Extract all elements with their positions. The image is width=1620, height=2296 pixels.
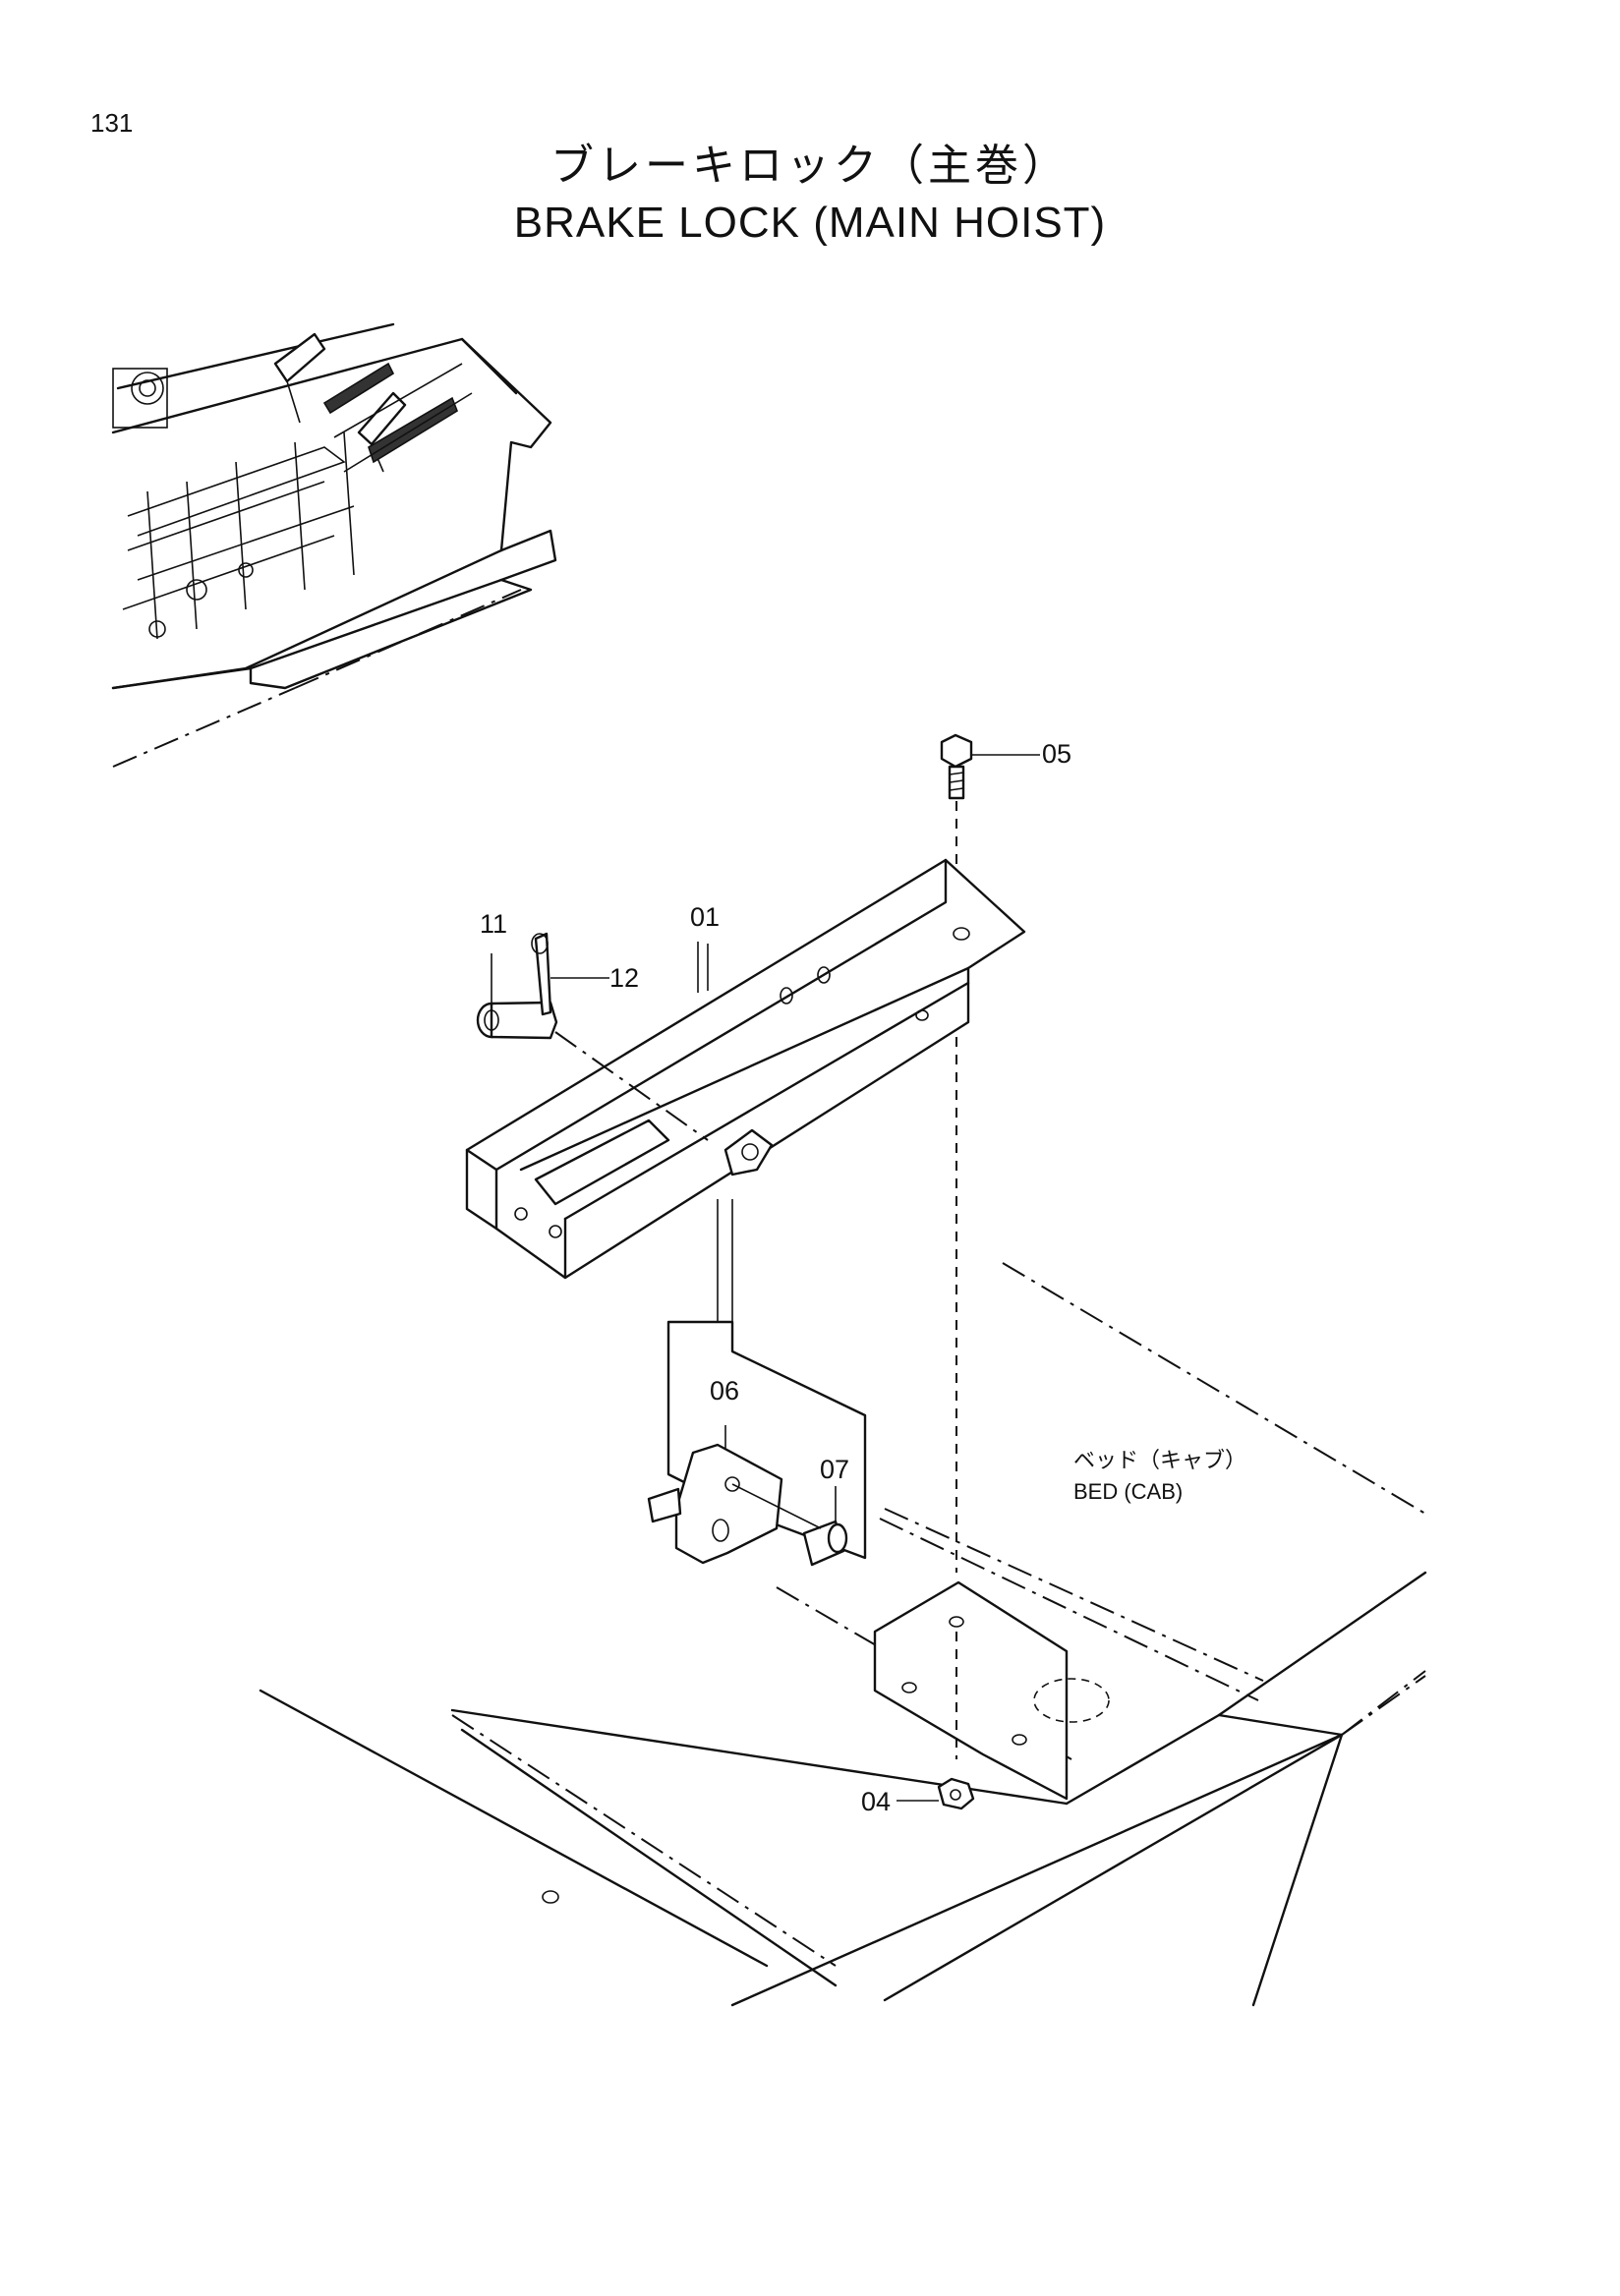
callout-11: 11 <box>480 909 508 939</box>
bed-label-japanese: ベッド（キャブ） <box>1073 1448 1247 1472</box>
bed-cab-frame <box>259 1262 1427 2007</box>
base-plate <box>873 1580 1110 1801</box>
bracket-01 <box>465 858 1026 1280</box>
callout-07: 07 <box>820 1455 850 1484</box>
bracket-06 <box>647 1425 783 1565</box>
page-number: 131 <box>90 108 134 138</box>
collar-07 <box>731 1483 848 1567</box>
pin-11 <box>476 953 558 1040</box>
callout-12: 12 <box>609 963 640 993</box>
callout-06: 06 <box>710 1376 740 1406</box>
title-english: BRAKE LOCK (MAIN HOIST) <box>513 199 1107 247</box>
callout-05: 05 <box>1042 739 1072 769</box>
pin-centerline <box>554 1031 709 1141</box>
bed-label-english: BED (CAB) <box>1073 1479 1184 1504</box>
bed-label: ベッド（キャブ） BED (CAB) <box>1073 1445 1246 1508</box>
title-japanese: ブレーキロック（主巻） <box>550 141 1070 191</box>
callout-04: 04 <box>861 1787 892 1816</box>
nut-04 <box>897 1777 975 1810</box>
title-block: ブレーキロック（主巻） BRAKE LOCK (MAIN HOIST) <box>0 138 1620 252</box>
callout-01: 01 <box>690 902 721 932</box>
console-assembly-inset <box>111 322 557 768</box>
cotter-pin-12 <box>531 932 609 1016</box>
